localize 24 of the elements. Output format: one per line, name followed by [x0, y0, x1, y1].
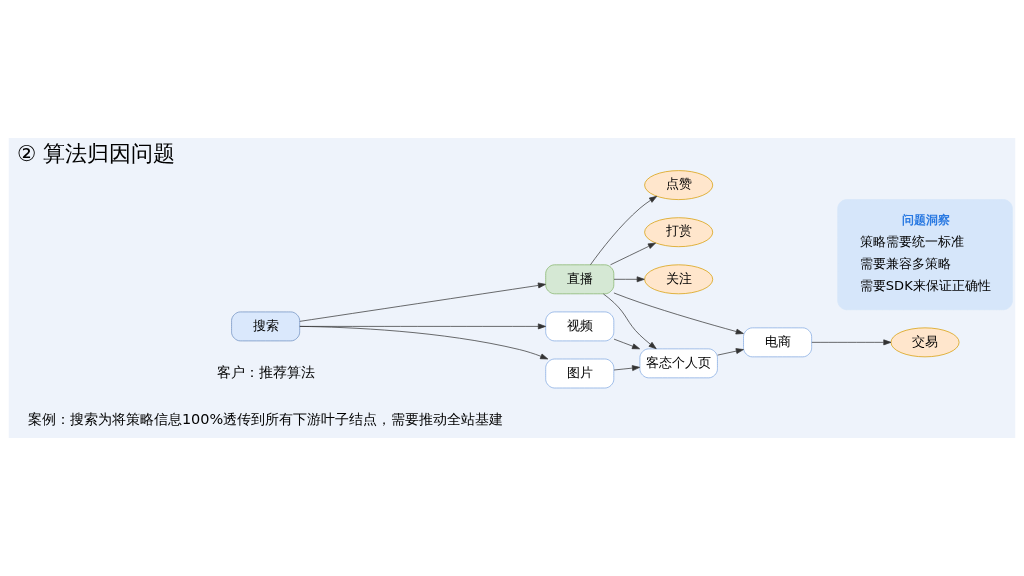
arrow [717, 348, 744, 356]
node-box: 直播 [545, 264, 615, 295]
node-box: 搜索 [231, 311, 301, 342]
node-box: 问题洞察 策略需要统一标准 需要兼容多策略 需要SDK来保证正确性 [837, 199, 1013, 311]
diagram-title: ② 算法归因问题 [16, 141, 176, 167]
node-ellipse: 点赞 [644, 170, 714, 200]
arrow [613, 365, 640, 371]
arrow [613, 292, 744, 335]
arrow [299, 282, 546, 322]
node-ellipse: 关注 [644, 264, 714, 295]
label: 客户：推荐算法 [216, 364, 315, 381]
node-box: 图片 [545, 358, 615, 389]
arrow [613, 276, 645, 283]
arrow [603, 293, 657, 350]
node-box: 客态个人页 [639, 348, 718, 379]
node-ellipse: 交易 [890, 327, 960, 358]
arrow [299, 326, 549, 360]
label: 案例：搜索为将策略信息100%透传到所有下游叶子结点，需要推动全站基建 [27, 411, 504, 428]
node-box: 电商 [743, 327, 812, 358]
arrow [610, 242, 656, 266]
node-box: 视频 [545, 311, 615, 342]
arrow [590, 195, 658, 266]
arrow [811, 339, 892, 346]
arrow [613, 338, 640, 350]
